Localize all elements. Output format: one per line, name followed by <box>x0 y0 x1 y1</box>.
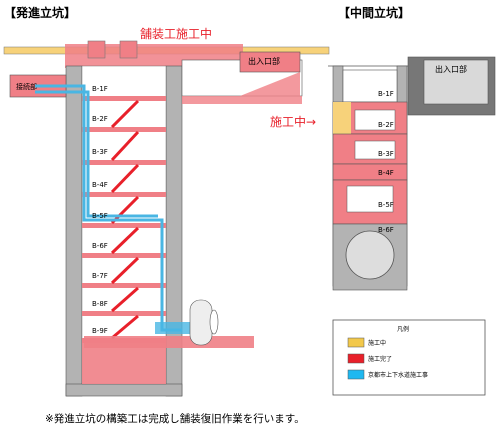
launch-hatch-2 <box>119 40 138 59</box>
middle-tunnel <box>345 230 395 280</box>
exit-box-left <box>239 51 301 73</box>
middle-shaft-title: 【中間立坑】 <box>338 5 410 20</box>
launch-pipe-outlet <box>189 299 213 346</box>
paving-note: 舗装工施工中 <box>140 26 212 41</box>
middle-shaft: 出入口部 B-1F B-2F B-3F B-4F B-5F B-6F 【中間立坑… <box>270 5 496 291</box>
middle-b1-box <box>342 69 398 103</box>
launch-base <box>65 383 183 397</box>
exit-label-right: 出入口部 <box>435 64 467 74</box>
legend-swatch-active <box>347 337 365 348</box>
connection-label: 接続部 <box>16 82 37 91</box>
middle-floor-b2: B-2F <box>378 121 394 129</box>
legend-label-active: 施工中 <box>368 339 386 347</box>
launch-floor-b2: B-2F <box>92 115 108 123</box>
launch-floor-b3: B-3F <box>92 148 108 156</box>
launch-floor-b4: B-4F <box>92 181 108 189</box>
legend-swatch-done <box>347 353 365 364</box>
middle-floor-b4: B-4F <box>378 169 394 177</box>
launch-floor-b5: B-5F <box>92 212 108 220</box>
launch-pipe-end <box>209 309 219 335</box>
legend-title: 凡例 <box>397 325 409 333</box>
legend-label-done: 施工完了 <box>368 355 392 363</box>
middle-floor-b5: B-5F <box>378 201 394 209</box>
launch-stairs <box>110 99 140 340</box>
middle-active-zone <box>333 102 351 134</box>
footnote: ※発進立坑の構築工は完成し舗装復旧作業を行います。 <box>45 413 305 425</box>
launch-floor-b8: B-8F <box>92 300 108 308</box>
legend-label-water: 京都市上下水道施工事 <box>368 371 428 379</box>
exit-label-left: 出入口部 <box>248 56 280 66</box>
launch-wall-left <box>65 65 83 397</box>
legend-swatch-water <box>347 369 365 380</box>
launch-shaft: 出入口部 接続部 <box>3 5 330 397</box>
pipe-connector <box>155 322 190 334</box>
exit-inner-right <box>423 59 489 105</box>
exit-ramp-left <box>182 72 302 104</box>
launch-bottom-ext <box>84 336 254 348</box>
launch-floor-b9: B-9F <box>92 327 108 335</box>
launch-bottom-zone <box>82 343 166 384</box>
middle-floor-labels: B-1F B-2F B-3F B-4F B-5F B-6F <box>378 90 394 234</box>
legend: 凡例 施工中 施工完了 京都市上下水道施工事 <box>332 319 486 396</box>
launch-floor-b7: B-7F <box>92 272 108 280</box>
middle-floor-b3: B-3F <box>378 150 394 158</box>
under-construction-note: 施工中→ <box>270 114 316 129</box>
middle-b4-zone <box>332 163 408 181</box>
launch-floor-b1: B-1F <box>92 85 108 93</box>
launch-shaft-title: 【発進立坑】 <box>4 5 76 20</box>
middle-floor-b6: B-6F <box>378 226 394 234</box>
launch-hatch-1 <box>87 40 106 59</box>
middle-floor-b1: B-1F <box>378 90 394 98</box>
launch-floor-b6: B-6F <box>92 242 108 250</box>
launch-floor-labels: B-1F B-2F B-3F B-4F B-5F B-6F B-7F B-8F … <box>92 85 108 335</box>
